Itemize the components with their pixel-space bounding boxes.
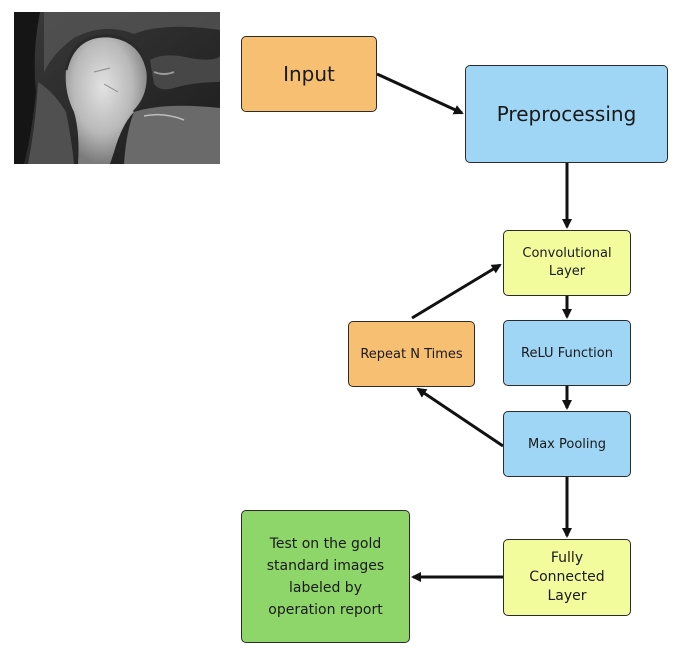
preprocessing-label: Preprocessing	[496, 102, 637, 126]
mri-scan-image	[14, 12, 220, 164]
fully-connected-layer-label: Fully Connected Layer	[529, 550, 605, 604]
repeat-n-times-label: Repeat N Times	[360, 346, 463, 362]
test-gold-standard-label: Test on the gold standard images labeled…	[266, 535, 385, 618]
convolutional-layer-box: Convolutional Layer	[503, 230, 631, 296]
max-pooling-label: Max Pooling	[527, 436, 606, 452]
relu-function-label: ReLU Function	[521, 345, 613, 361]
input-label: Input	[283, 62, 335, 86]
fully-connected-layer-box: Fully Connected Layer	[503, 539, 631, 616]
arrow-repeat-to-conv	[411, 263, 502, 320]
preprocessing-box: Preprocessing	[465, 65, 668, 163]
arrow-input-to-preprocessing	[376, 72, 464, 115]
convolutional-layer-label: Convolutional Layer	[522, 246, 612, 279]
arrow-maxpool-to-repeat	[416, 387, 504, 448]
test-gold-standard-box: Test on the gold standard images labeled…	[241, 510, 410, 643]
input-box: Input	[241, 36, 377, 112]
relu-function-box: ReLU Function	[503, 320, 631, 386]
repeat-n-times-box: Repeat N Times	[348, 321, 475, 387]
max-pooling-box: Max Pooling	[503, 411, 631, 477]
